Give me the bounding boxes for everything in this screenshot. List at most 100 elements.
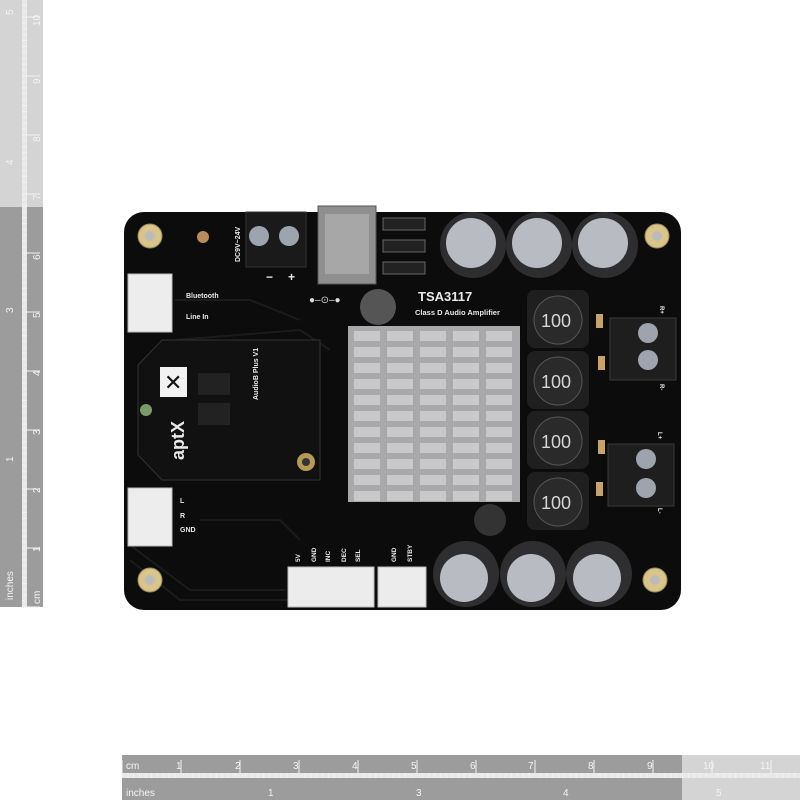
heatsink-fin: [486, 427, 512, 437]
screw-icon: [249, 226, 269, 246]
mounting-holes: [137, 223, 670, 593]
heatsink-fin: [354, 379, 380, 389]
heatsink-fin: [387, 363, 413, 373]
bottom-ruler-inch-label: 1: [268, 788, 274, 799]
heatsink-fin: [453, 379, 479, 389]
inductor-label: 100: [541, 311, 571, 331]
left-ruler-inch-label: 3: [5, 307, 16, 313]
chip-title: TSA3117: [418, 289, 472, 304]
module-name-label: AudioB Plus V1: [253, 348, 260, 400]
input-label-line-in: Line In: [186, 314, 209, 321]
bottom-ruler-inch-unit: inches: [126, 788, 155, 799]
inductor-label: 100: [541, 372, 571, 392]
heatsink-fin: [486, 411, 512, 421]
aptx-logo-text: aptX: [168, 421, 188, 460]
heatsink-fin: [420, 475, 446, 485]
heatsink-fin: [486, 347, 512, 357]
speaker-label-l-plus: L+: [656, 432, 662, 440]
heatsink-fin: [486, 459, 512, 469]
control-header: [287, 566, 427, 608]
input-connector-top: [127, 273, 173, 333]
heatsink-fin: [387, 395, 413, 405]
left-ruler-cm-label: 4: [32, 370, 43, 376]
heatsink-fin: [354, 331, 380, 341]
bottom-ruler-cm-unit: cm: [126, 761, 139, 772]
heatsink-fin: [486, 443, 512, 453]
control-pin-label: SEL: [355, 549, 362, 562]
left-ruler-inch-label: 1: [5, 456, 16, 462]
line-label-gnd: GND: [180, 527, 196, 534]
bottom-ruler-inch-label: 5: [716, 788, 722, 799]
control-pin-label: GND: [391, 547, 398, 562]
potentiometer: [474, 504, 506, 536]
capacitors-top: [440, 212, 638, 278]
left-ruler-cm-label: 5: [32, 312, 43, 318]
heatsink-fin: [453, 347, 479, 357]
left-ruler-inch-unit: inches: [5, 571, 16, 600]
left-ruler-cm-label: 8: [32, 136, 43, 142]
heatsink-fin: [453, 491, 479, 501]
heatsink-fin: [453, 459, 479, 469]
speaker-label-l-minus: L-: [656, 508, 662, 514]
speaker-terminal-left: [607, 443, 675, 507]
heatsink-fin: [453, 411, 479, 421]
heatsink-fin: [453, 331, 479, 341]
bottom-ruler-cm-label: 5: [411, 761, 417, 772]
control-pin-label: GND: [311, 547, 318, 562]
heatsink-fin: [387, 427, 413, 437]
line-label-r: R: [180, 513, 185, 520]
left-ruler-inch-label: 4: [5, 159, 16, 165]
aptx-logo: [160, 367, 187, 397]
heatsink-fin: [420, 379, 446, 389]
heatsink-fin: [354, 459, 380, 469]
bottom-ruler-cm-label: 8: [588, 761, 594, 772]
heatsink-fin: [420, 347, 446, 357]
speaker-terminal-right: [609, 317, 677, 381]
line-label-l: L: [180, 498, 185, 505]
heatsink-fin: [486, 331, 512, 341]
heatsink-fin: [453, 395, 479, 405]
power-minus-label: −: [266, 270, 273, 284]
control-pin-label: STBY: [407, 544, 414, 562]
heatsink: [348, 326, 520, 502]
bluetooth-module: ✕ aptX AudioB Plus V1: [137, 339, 321, 481]
heatsink-fin: [420, 331, 446, 341]
chip-subtitle: Class D Audio Amplifier: [415, 308, 500, 317]
left-ruler-cm-label: 6: [32, 254, 43, 260]
heatsink-fin: [420, 443, 446, 453]
heatsink-fin: [486, 491, 512, 501]
bottom-ruler-cm-label: 6: [470, 761, 476, 772]
control-pin-label: 5V: [295, 553, 302, 562]
control-pin-label: DEC: [341, 548, 348, 562]
heatsink-fin: [387, 443, 413, 453]
screw-icon: [279, 226, 299, 246]
bottom-ruler-cm-label: 11: [760, 761, 771, 772]
left-ruler-cm-label: 1: [32, 546, 43, 552]
bottom-ruler-cm-label: 9: [647, 761, 653, 772]
power-plus-label: +: [288, 270, 295, 284]
heatsink-fin: [486, 363, 512, 373]
speaker-label-r-minus: R-: [658, 384, 664, 390]
heatsink-fin: [486, 379, 512, 389]
heatsink-fin: [453, 443, 479, 453]
heatsink-fin: [387, 347, 413, 357]
left-ruler-cm-label: 10: [32, 14, 43, 26]
left-ruler-cm-label: 7: [32, 194, 43, 200]
left-ruler-cm-unit: cm: [32, 591, 43, 604]
heatsink-fin: [387, 459, 413, 469]
heatsink-fin: [354, 363, 380, 373]
heatsink-fin: [354, 475, 380, 485]
left-ruler-cm-label: 3: [32, 429, 43, 435]
bottom-ruler-cm-label: 1: [176, 761, 182, 772]
test-pad: [197, 231, 209, 243]
heatsink-fin: [387, 379, 413, 389]
amplifier-board: DC9V~24V − + ●–⊙–● TSA3117 Class D Audio…: [124, 205, 681, 610]
bottom-ruler-cm-label: 10: [703, 761, 715, 772]
left-ruler-inch-label: 5: [5, 9, 16, 15]
heatsink-fin: [453, 475, 479, 485]
power-input-label: DC9V~24V: [235, 226, 242, 262]
heatsink-fin: [354, 395, 380, 405]
